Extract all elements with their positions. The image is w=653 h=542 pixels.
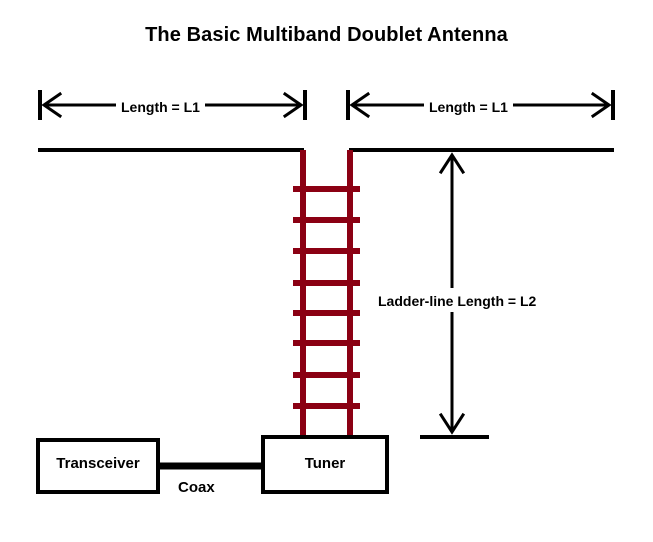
coax-label: Coax [178, 479, 215, 496]
tuner-box [261, 435, 389, 494]
transceiver-label: Transceiver [56, 455, 140, 472]
dimension-ladder-length [420, 152, 489, 439]
tuner-label: Tuner [304, 455, 346, 472]
dimension-label-left-leg: Length = L1 [116, 99, 205, 115]
ladder-line [293, 150, 360, 438]
page-title: The Basic Multiband Doublet Antenna [145, 24, 508, 46]
dimension-label-ladder-length: Ladder-line Length = L2 [374, 291, 541, 311]
dimension-label-right-leg: Length = L1 [424, 99, 513, 115]
transceiver-box [36, 438, 160, 494]
